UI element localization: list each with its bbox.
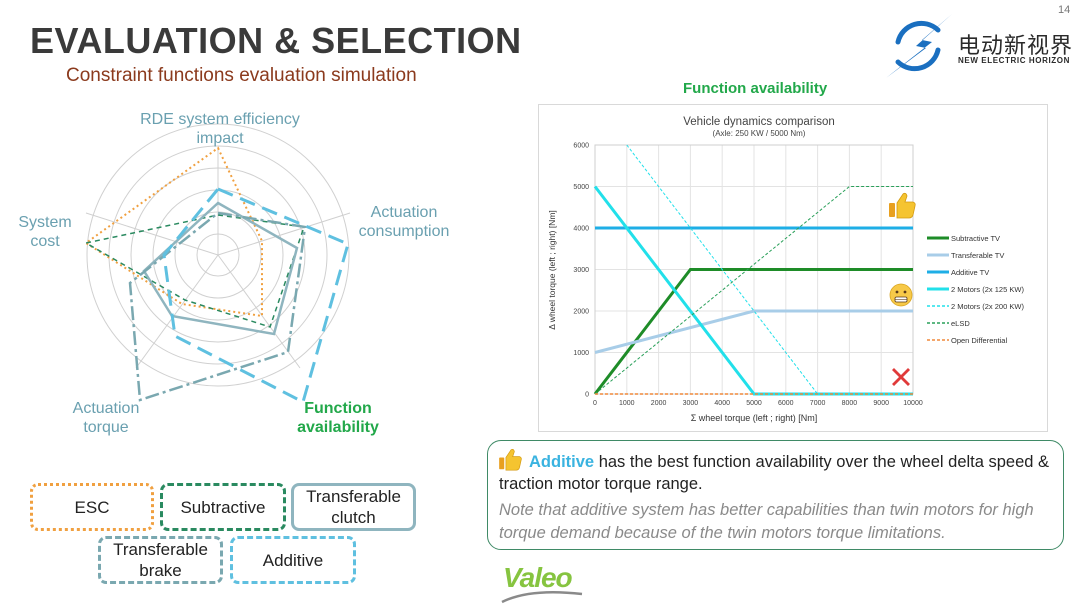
y-tick-label: 6000 — [573, 143, 589, 150]
y-tick-label: 3000 — [573, 267, 589, 274]
legend-transferable-clutch: Transferable clutch — [291, 483, 416, 531]
page-number: 14 — [1058, 4, 1071, 16]
chart-y-axis-label: Δ wheel torque (left ; right) [Nm] — [547, 210, 557, 330]
legend-label: Additive TV — [951, 268, 989, 277]
page-title: EVALUATION & SELECTION — [30, 20, 522, 61]
x-tick-label: 10000 — [903, 400, 923, 407]
x-tick-label: 1000 — [619, 400, 635, 407]
chart-subtitle: (Axle: 250 KW / 5000 Nm) — [713, 129, 806, 138]
legend-subtractive: Subtractive — [160, 483, 286, 531]
y-tick-label: 4000 — [573, 226, 589, 233]
chart-series — [593, 144, 913, 396]
valeo-logo: Valeo — [503, 562, 573, 593]
x-tick-label: 3000 — [683, 400, 699, 407]
radar-axis-rde-efficiency: RDE system efficiency impact — [140, 111, 300, 147]
callout-text: has the best function availability over … — [499, 453, 1050, 493]
red-cross-icon — [892, 368, 910, 386]
additive-callout: Additive has the best function availabil… — [487, 440, 1064, 550]
thumbs-up-icon — [889, 192, 916, 219]
vehicle-dynamics-chart: Vehicle dynamics comparison (Axle: 250 K… — [547, 116, 1024, 423]
series-line — [593, 268, 913, 395]
legend-transferable-brake: Transferable brake — [98, 536, 223, 584]
radar-chart — [83, 123, 351, 405]
grimace-emoji-icon — [889, 283, 913, 307]
legend-label: 2 Motors (2x 125 KW) — [951, 285, 1024, 294]
radar-axis-actuation-consumption: Actuation consumption — [358, 204, 450, 240]
y-tick-label: 0 — [585, 392, 589, 399]
legend-esc: ESC — [30, 483, 154, 531]
x-tick-label: 8000 — [842, 400, 858, 407]
lightning-globe-icon — [886, 14, 952, 78]
radar-axis-function-availability: Function availability — [297, 400, 379, 436]
radar-axis-actuation-torque: Actuation torque — [72, 400, 140, 436]
x-tick-label: 6000 — [778, 400, 794, 407]
brand-name-cn: 电动新视界 — [958, 33, 1074, 58]
chart-title: Vehicle dynamics comparison — [683, 116, 835, 128]
valeo-logo-swoosh — [501, 590, 583, 604]
chart-ticks: 0 1000 2000 3000 4000 5000 6000 7000 8000 9000 100… — [573, 143, 922, 408]
radar-axis-system-cost: System cost — [18, 214, 72, 250]
legend-additive: Additive — [230, 536, 356, 584]
legend-label: Open Differential — [951, 336, 1007, 345]
radar-series-transferable-brake — [128, 211, 307, 402]
x-tick-label: 9000 — [873, 400, 889, 407]
x-tick-label: 7000 — [810, 400, 826, 407]
legend-label: Transferable TV — [951, 251, 1004, 260]
page-subtitle: Constraint functions evaluation simulati… — [66, 65, 417, 86]
radar-series-subtractive — [83, 214, 306, 328]
thumbs-up-icon — [499, 448, 522, 471]
x-tick-label: 4000 — [714, 400, 730, 407]
chart-x-axis-label: Σ wheel torque (left ; right) [Nm] — [691, 413, 818, 423]
legend-label: 2 Motors (2x 200 KW) — [951, 302, 1024, 311]
callout-highlight: Additive — [529, 453, 595, 471]
x-tick-label: 2000 — [651, 400, 667, 407]
series-line — [594, 186, 913, 395]
brand-name-en: NEW ELECTRIC HORIZON — [958, 56, 1070, 65]
y-tick-label: 5000 — [573, 184, 589, 191]
x-tick-label: 5000 — [746, 400, 762, 407]
legend-label: Subtractive TV — [951, 234, 1000, 243]
x-tick-label: 0 — [593, 400, 597, 407]
callout-note: Note that additive system has better cap… — [499, 501, 1034, 542]
y-tick-label: 1000 — [573, 350, 589, 357]
series-line — [594, 309, 913, 354]
chart-legend: Subtractive TV Transferable TV Additive TV… — [927, 234, 1024, 345]
radar-series-transferable-clutch — [142, 201, 299, 336]
vehicle-dynamics-chart-frame: Vehicle dynamics comparison (Axle: 250 K… — [538, 104, 1048, 432]
legend-label: eLSD — [951, 319, 970, 328]
y-tick-label: 2000 — [573, 309, 589, 316]
callout-main-text: Additive has the best function availabil… — [499, 448, 1053, 495]
radar-grid — [85, 123, 351, 387]
radar-series-esc — [84, 146, 263, 318]
function-availability-heading: Function availability — [683, 80, 828, 97]
